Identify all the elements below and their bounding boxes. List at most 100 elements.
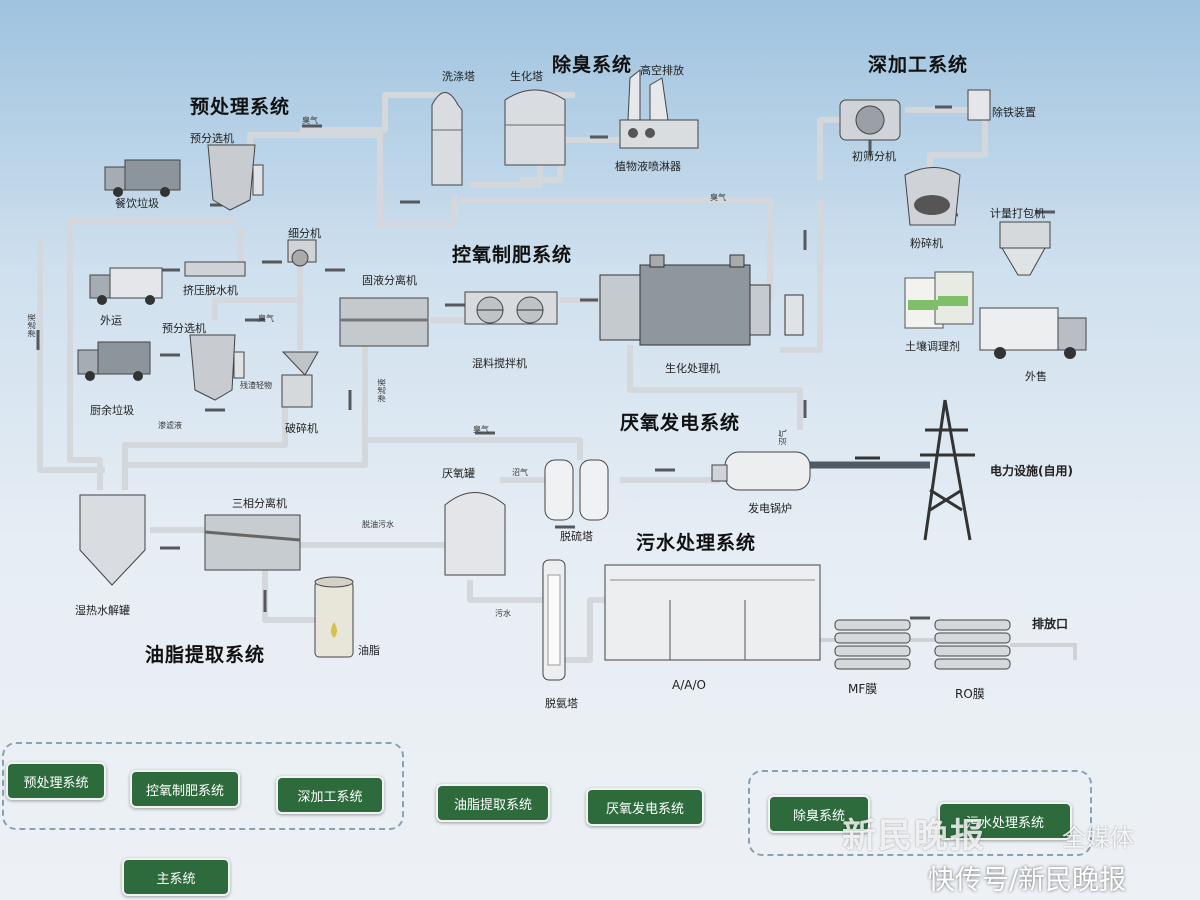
label-high-emission: 高空排放: [640, 64, 684, 77]
title-deodorization-system: 除臭系统: [552, 54, 633, 76]
legend-button-anaerobic-power[interactable]: 厌氧发电系统: [586, 788, 704, 826]
power-boiler-icon: [711, 451, 811, 491]
transport-truck-icon: [89, 267, 163, 305]
pipe-dewater: [237, 227, 245, 265]
watermark-source: 快传号/新民晚报: [928, 865, 1127, 896]
label-sorting-machine: 细分机: [288, 227, 321, 240]
pipe-ro-out: [1010, 643, 1077, 660]
legend-group-secondary: [748, 770, 1092, 856]
legend-button-oxygen-compost[interactable]: 控氧制肥系统: [130, 770, 240, 808]
crusher-icon: [281, 351, 319, 408]
label-iron-removal: 除铁装置: [992, 106, 1036, 119]
flow-label-leachate-3: 渗滤液: [158, 421, 182, 430]
label-discharge-outlet: 排放口: [1032, 617, 1069, 631]
pipe-biogas-main: [365, 437, 583, 460]
title-sewage-system: 污水处理系统: [636, 532, 757, 554]
flow-label-odor-4: 臭气: [473, 425, 489, 434]
label-power-facility: 电力设施(自用): [990, 464, 1073, 478]
label-bio-tower: 生化塔: [510, 70, 543, 83]
flow-label-biogas-1: 沼气: [512, 468, 528, 477]
label-kitchen-waste: 餐饮垃圾: [115, 197, 159, 210]
label-mixing-stirrer: 混料搅拌机: [472, 357, 527, 370]
legend-button-deep-processing[interactable]: 深加工系统: [276, 776, 384, 814]
watermark-media: 全媒体: [1062, 824, 1134, 852]
aao-tank-icon: [604, 564, 821, 661]
pipe-sld-down: [125, 345, 368, 468]
bio-tower-icon: [504, 89, 566, 166]
flow-label-wastewater-1: 脱油污水: [362, 520, 394, 529]
watermark-brand: 新民晚报: [842, 816, 986, 856]
flow-label-biogas-2: 沼气: [778, 429, 788, 446]
label-three-phase-separator: 三相分离机: [232, 497, 287, 510]
spray-tower-icon: [431, 92, 463, 186]
label-transport: 外运: [100, 314, 122, 327]
extrusion-dewater-icon: [184, 261, 246, 277]
legend-button-sewage[interactable]: 污水处理系统: [938, 802, 1072, 840]
anaerobic-tank-icon: [444, 492, 506, 576]
chimney-icon: [619, 68, 699, 149]
sorting-machine-icon: [287, 239, 317, 267]
label-aao: A/A/O: [672, 678, 706, 692]
pipe-sep-oil: [262, 570, 315, 623]
label-crusher: 破碎机: [285, 422, 318, 435]
residue-truck-icon: [77, 341, 151, 381]
label-wet-heat-hydrolysis: 湿热水解罐: [75, 604, 130, 617]
label-sale: 外售: [1025, 370, 1047, 383]
label-spray-tower: 洗涤塔: [442, 70, 475, 83]
pipe-iron-grind: [927, 120, 988, 175]
flow-label-leachate-1: 渗滤液: [27, 313, 37, 338]
grinder-icon: [904, 167, 961, 226]
desulfurization-tower-icon: [544, 459, 609, 521]
mixing-stirrer-icon: [464, 291, 558, 325]
title-anaerobic-power-system: 厌氧发电系统: [620, 412, 741, 434]
label-presorter-top: 预分选机: [190, 132, 234, 145]
pipe-top-odor-line: [300, 92, 440, 133]
title-deep-processing-system: 深加工系统: [868, 54, 969, 76]
legend-button-deodorization[interactable]: 除臭系统: [768, 795, 870, 833]
power-pylon-icon: [920, 399, 975, 541]
label-metering-packer: 计量打包机: [990, 207, 1045, 220]
label-presorter-mid: 预分选机: [162, 322, 206, 335]
title-oxygen-compost-system: 控氧制肥系统: [452, 244, 573, 266]
pipe-denit-aao: [560, 597, 610, 663]
pipe-leach-left: [37, 240, 105, 473]
label-denitrification-tower: 脱氨塔: [545, 697, 578, 710]
biochem-processor-icon: [599, 254, 804, 346]
pipe-bio-down: [627, 345, 803, 430]
three-phase-separator-icon: [204, 514, 301, 571]
label-power-boiler: 发电锅炉: [748, 502, 792, 515]
flow-label-odor-2: 臭气: [258, 314, 274, 323]
label-grinder: 粉碎机: [910, 237, 943, 250]
legend-button-pretreatment[interactable]: 预处理系统: [6, 762, 106, 800]
pipe-mid-sort: [212, 265, 303, 320]
label-grease-tank: 油脂: [358, 644, 380, 657]
label-anaerobic-tank: 厌氧罐: [442, 467, 475, 480]
solid-liquid-separator-icon: [339, 297, 429, 347]
flow-label-wastewater-2: 污水: [495, 609, 511, 618]
ro-membrane-icon: [934, 619, 1011, 670]
metering-packer-icon: [999, 221, 1051, 276]
title-grease-system: 油脂提取系统: [145, 644, 266, 666]
sale-truck-icon: [979, 307, 1087, 359]
legend-button-grease[interactable]: 油脂提取系统: [436, 784, 550, 822]
flow-label-leachate-2: 渗滤液: [377, 378, 387, 403]
label-extrusion-dewater: 挤压脱水机: [183, 284, 238, 297]
iron-removal-icon: [967, 89, 991, 121]
denitrification-tower-icon: [542, 559, 566, 681]
pipe-deep-top: [817, 117, 845, 180]
legend-button-main[interactable]: 主系统: [122, 858, 230, 896]
mf-membrane-icon: [834, 619, 911, 670]
label-ro-membrane: RO膜: [955, 687, 985, 701]
presorter-mid-icon: [189, 334, 245, 401]
label-kitchen-residue: 厨余垃圾: [90, 404, 134, 417]
grease-tank-icon: [314, 576, 354, 658]
presorter-top-icon: [207, 144, 264, 211]
pipe-presorter-to-odor: [247, 132, 458, 228]
legend-group-main: [2, 742, 404, 830]
label-screening-machine: 初筛分机: [852, 150, 896, 163]
label-desulfurization-tower: 脱硫塔: [560, 530, 593, 543]
flow-label-odor-3: 臭气: [710, 193, 726, 202]
label-biochem-processor: 生化处理机: [665, 362, 720, 375]
